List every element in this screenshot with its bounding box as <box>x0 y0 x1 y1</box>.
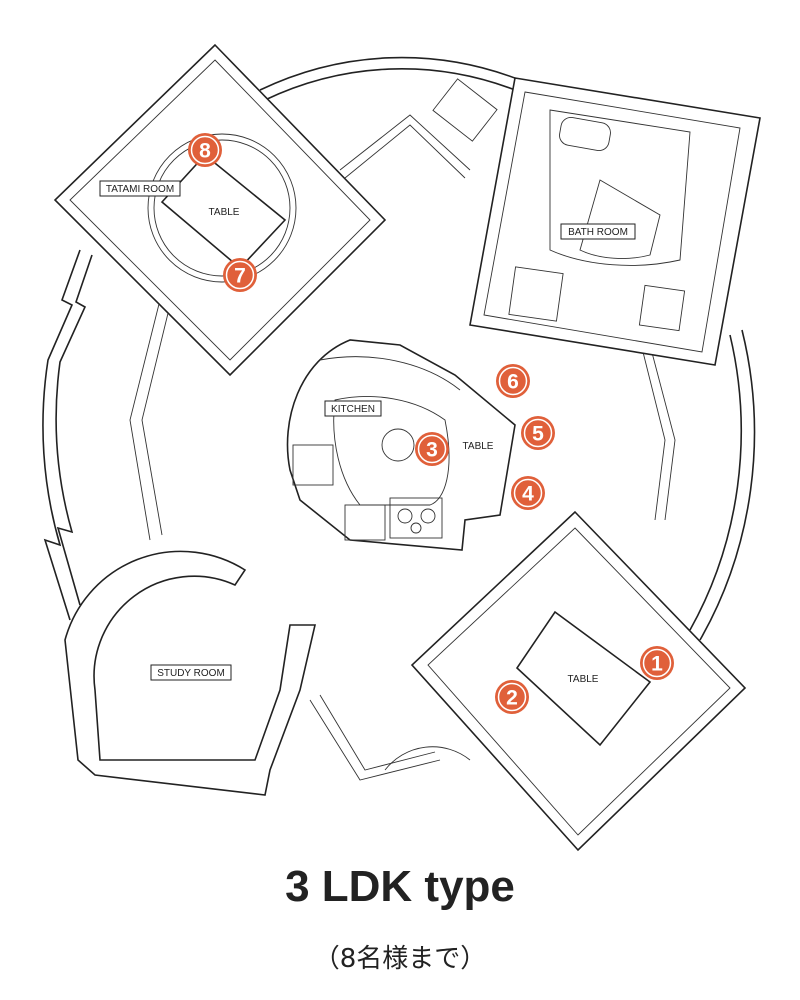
seat-badge-ring <box>190 135 220 165</box>
kitchen-label: KITCHEN <box>331 404 375 415</box>
seat-badge-3: 3 <box>415 432 449 466</box>
seat-badge-circle <box>495 680 529 714</box>
seat-badge-ring <box>417 434 447 464</box>
seat-number: 4 <box>522 483 534 506</box>
tatami-room-label: TATAMI ROOM <box>106 184 174 195</box>
tatami-table-label: TABLE <box>209 207 240 218</box>
seat-number: 8 <box>199 140 211 163</box>
seat-badge-ring <box>642 648 672 678</box>
seat-badge-circle <box>511 476 545 510</box>
plan-subtitle: （8名様まで） <box>313 944 487 974</box>
kitchen: KITCHEN TABLE <box>286 339 516 551</box>
seat-badge-6: 6 <box>496 364 530 398</box>
seat-badge-4: 4 <box>511 476 545 510</box>
seat-badge-circle <box>496 364 530 398</box>
seat-badge-circle <box>415 432 449 466</box>
seat-badge-circle <box>640 646 674 680</box>
seat-number: 3 <box>426 439 438 462</box>
seat-number: 5 <box>532 423 544 446</box>
seat-badge-7: 7 <box>223 258 257 292</box>
kitchen-table-label: TABLE <box>463 441 494 452</box>
seat-badge-ring <box>225 260 255 290</box>
study-room-label: STUDY ROOM <box>157 668 225 679</box>
seat-badge-ring <box>497 682 527 712</box>
seat-number: 7 <box>234 265 246 288</box>
dining-room: TABLE <box>410 510 747 852</box>
seat-badge-5: 5 <box>521 416 555 450</box>
bath-room-label: BATH ROOM <box>568 227 628 238</box>
seat-number: 2 <box>506 687 518 710</box>
plan-title: 3 LDK type <box>285 862 515 911</box>
seat-number: 6 <box>507 371 519 394</box>
seat-badge-ring <box>498 366 528 396</box>
seat-badge-ring <box>523 418 553 448</box>
dining-table-label: TABLE <box>568 674 599 685</box>
seat-badge-2: 2 <box>495 680 529 714</box>
seat-badge-ring <box>513 478 543 508</box>
outer-wall <box>42 56 756 781</box>
seat-badge-8: 8 <box>188 133 222 167</box>
seat-badge-circle <box>188 133 222 167</box>
seat-badge-circle <box>521 416 555 450</box>
seat-badge-circle <box>223 258 257 292</box>
seat-number: 1 <box>651 653 663 676</box>
tatami-room: TATAMI ROOM TABLE <box>53 43 387 377</box>
seat-badge-1: 1 <box>640 646 674 680</box>
bath-room: BATH ROOM <box>469 77 761 366</box>
study-room: STUDY ROOM <box>64 550 317 796</box>
